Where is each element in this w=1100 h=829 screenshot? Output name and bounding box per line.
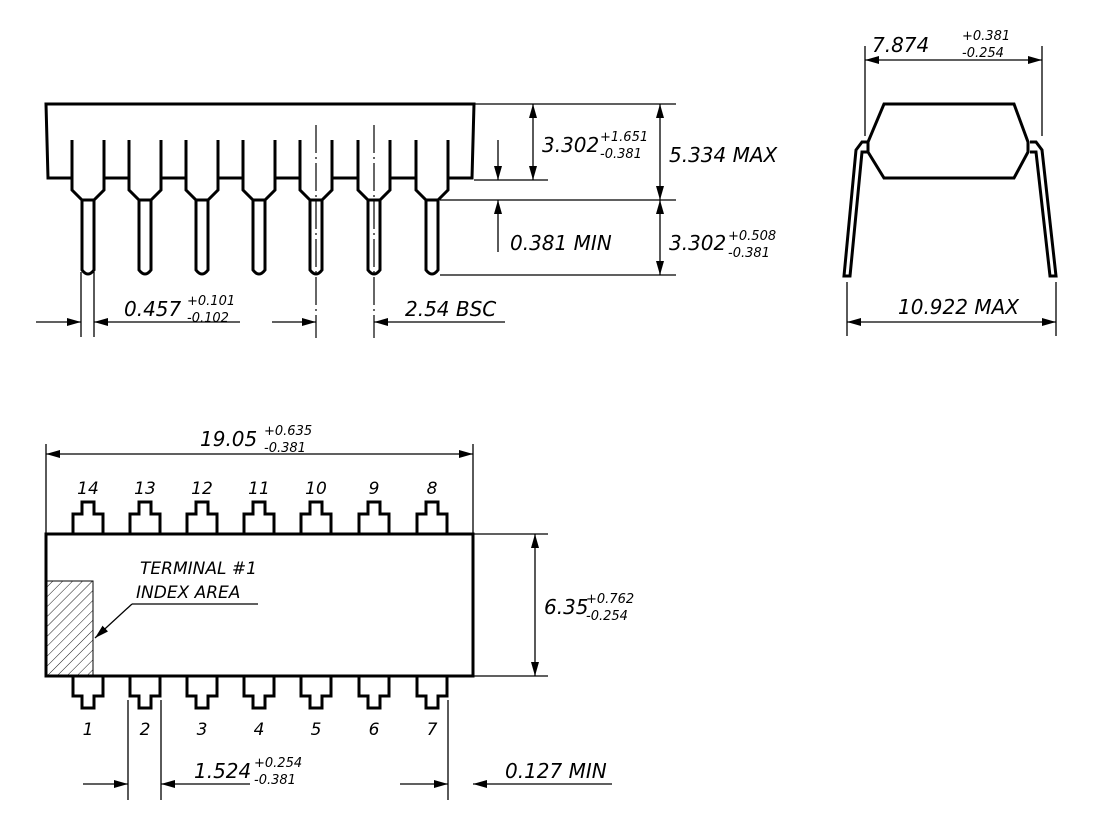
standoff-min-label: 0.381 MIN [510, 231, 612, 255]
side-lead [80, 190, 96, 276]
side-lead [137, 190, 153, 276]
side-lead [194, 190, 210, 276]
top-view: 14 1 13 2 12 3 11 4 10 5 9 6 8 7 TERMINAL #1 INDEX AR… [44, 424, 634, 800]
bottom-pad [71, 676, 105, 710]
top-pad [242, 500, 276, 534]
pin-number-bottom: 6 [369, 720, 380, 740]
pin-number-bottom: 5 [311, 720, 322, 740]
pin-numbers: 14 1 13 2 12 3 11 4 10 5 9 6 8 7 [77, 479, 437, 740]
index-label-line2: INDEX AREA [136, 583, 240, 603]
pin-number-bottom: 2 [140, 720, 151, 740]
side-lead-shoulder [127, 140, 163, 202]
bottom-pad [128, 676, 162, 710]
bottom-pad [299, 676, 333, 710]
pin-number-top: 9 [369, 479, 380, 499]
side-lead-shoulder [414, 140, 450, 202]
seat-height-value: 3.302 [542, 133, 599, 157]
side-lead-shoulder [241, 140, 277, 202]
top-pad [185, 500, 219, 534]
pin-number-top: 14 [77, 479, 99, 499]
side-lead-shoulder [70, 140, 106, 202]
top-view-pads [71, 500, 449, 534]
end-view-left-lead [842, 140, 868, 278]
pin-number-bottom: 4 [254, 720, 265, 740]
body-width-plus: +0.762 [586, 592, 634, 607]
pitch-label: 2.54 BSC [405, 297, 496, 321]
end-view-body [866, 102, 1030, 180]
pin-number-top: 10 [305, 479, 327, 499]
pin-number-bottom: 3 [197, 720, 208, 740]
body-width-value: 6.35 [544, 595, 589, 619]
body-length-plus: +0.635 [264, 424, 312, 439]
index-label-line1: TERMINAL #1 [140, 559, 257, 579]
shoulder-width-plus: +0.254 [254, 756, 302, 771]
body-length-minus: -0.381 [264, 441, 306, 456]
pin-number-bottom: 1 [83, 720, 94, 740]
end-clearance-min-label: 0.127 MIN [505, 759, 607, 783]
bottom-pad [415, 676, 449, 710]
pin-number-top: 12 [191, 479, 213, 499]
top-pad [71, 500, 105, 534]
seat-height-minus: -0.381 [600, 147, 642, 162]
top-width-minus: -0.254 [962, 46, 1004, 61]
top-pad [415, 500, 449, 534]
top-width-plus: +0.381 [962, 29, 1010, 44]
overall-height-max-label: 5.334 MAX [669, 143, 779, 167]
pin-number-top: 11 [248, 479, 270, 499]
lead-span-max-label: 10.922 MAX [898, 295, 1020, 319]
side-lead [424, 190, 440, 276]
side-lead [308, 190, 324, 276]
lead-length-minus: -0.381 [728, 246, 770, 261]
lead-width-plus: +0.101 [187, 294, 235, 309]
lead-width-minus: -0.102 [187, 311, 229, 326]
seat-height-plus: +1.651 [600, 130, 648, 145]
bottom-pad [242, 676, 276, 710]
top-view-body [44, 532, 475, 678]
top-pad [357, 500, 391, 534]
lead-length-value: 3.302 [669, 231, 726, 255]
terminal-index-area [46, 580, 94, 676]
pin-number-bottom: 7 [427, 720, 438, 740]
shoulder-width-value: 1.524 [194, 759, 251, 783]
bottom-view-pads [71, 676, 449, 710]
bottom-pad [185, 676, 219, 710]
end-view: 7.874 +0.381 -0.254 10.922 MAX [842, 29, 1058, 336]
shoulder-width-minus: -0.381 [254, 773, 296, 788]
lead-width-value: 0.457 [124, 297, 182, 321]
pin-number-top: 8 [427, 479, 438, 499]
side-lead [251, 190, 267, 276]
side-view: 3.302 +1.651 -0.381 5.334 MAX 0.381 MIN … [36, 102, 779, 338]
top-pad [128, 500, 162, 534]
side-lead-shoulder [184, 140, 220, 202]
lead-length-plus: +0.508 [728, 229, 776, 244]
end-view-right-lead [1030, 140, 1058, 278]
index-leader-arrow [94, 603, 133, 639]
side-lead [366, 190, 382, 276]
bottom-pad [357, 676, 391, 710]
body-length-value: 19.05 [200, 427, 257, 451]
body-width-minus: -0.254 [586, 609, 628, 624]
top-pad [299, 500, 333, 534]
side-shoulders [70, 140, 450, 202]
top-width-value: 7.874 [872, 33, 929, 57]
side-leads [80, 190, 440, 276]
pin-number-top: 13 [134, 479, 156, 499]
